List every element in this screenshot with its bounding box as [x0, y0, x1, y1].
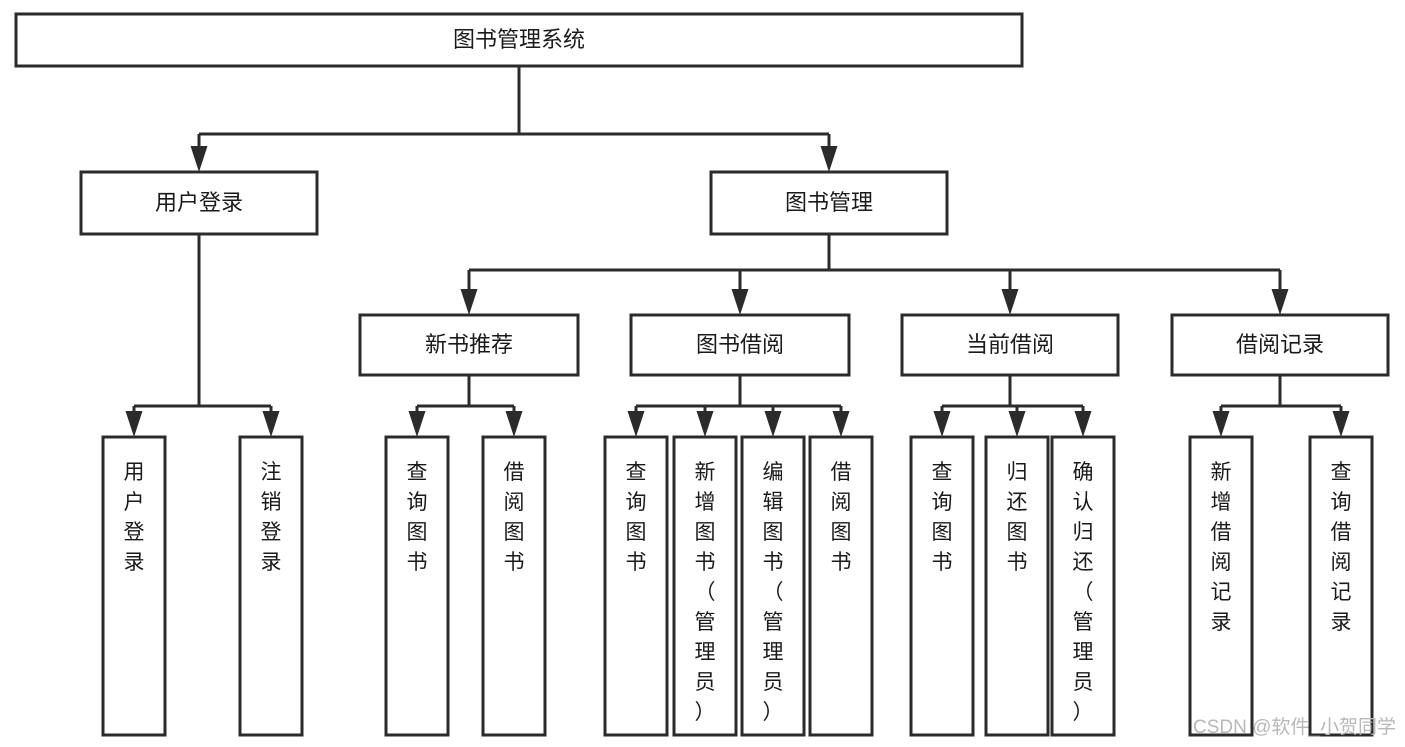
node-book-manage-rect[interactable]	[709, 170, 949, 236]
node-root-root-rect[interactable]	[14, 12, 1024, 68]
new-book-rec-to-leaf-rec-query-arrowhead	[408, 411, 426, 437]
node-leaf-cur-query-rect[interactable]	[909, 435, 975, 737]
user-login-to-leaf-user-login-arrowhead	[125, 411, 143, 437]
book-manage-to-book-borrow-arrowhead	[731, 289, 749, 315]
book-manage-to-borrow-record-arrowhead	[1271, 289, 1289, 315]
watermark-label: CSDN @软件_小贺同学	[1193, 716, 1396, 738]
node-book-borrow[interactable]	[629, 313, 851, 377]
node-leaf-cur-confirm-rect[interactable]	[1050, 435, 1116, 737]
node-leaf-user-logout[interactable]	[238, 435, 304, 737]
nodes-layer: 图书管理系统用户登录图书管理新书推荐图书借阅当前借阅借阅记录用户登录注销登录查询…	[14, 12, 1390, 737]
node-borrow-record[interactable]	[1170, 313, 1390, 377]
user-login-to-leaf-user-logout-arrowhead	[262, 411, 280, 437]
node-leaf-user-login-rect[interactable]	[101, 435, 167, 737]
current-borrow-to-leaf-cur-query-arrowhead	[933, 411, 951, 437]
leaf-node-label: 新增借阅记录	[1211, 461, 1232, 634]
node-leaf-borrow-add-rect[interactable]	[672, 435, 738, 737]
leaf-node-label: 查询图书	[932, 461, 953, 574]
node-leaf-borrow-do-rect[interactable]	[808, 435, 874, 737]
leaf-node-label: 查询借阅记录	[1331, 461, 1352, 634]
node-user-login-label: 用户登录	[155, 190, 243, 215]
node-root-root[interactable]	[14, 12, 1024, 68]
node-leaf-borrow-query[interactable]	[603, 435, 669, 737]
root-to-user-login-arrowhead	[190, 146, 208, 172]
node-book-borrow-label: 图书借阅	[696, 332, 784, 357]
node-new-book-rec-label: 新书推荐	[425, 332, 513, 357]
book-manage-to-new-book-rec-arrowhead	[460, 289, 478, 315]
node-current-borrow-rect[interactable]	[900, 313, 1120, 377]
book-borrow-to-leaf-borrow-add-arrowhead	[696, 411, 714, 437]
node-leaf-cur-return-rect[interactable]	[984, 435, 1050, 737]
connectors-layer	[125, 66, 1350, 437]
current-borrow-to-leaf-cur-confirm-arrowhead	[1074, 411, 1092, 437]
node-leaf-user-login[interactable]	[101, 435, 167, 737]
book-borrow-to-leaf-borrow-do-arrowhead	[832, 411, 850, 437]
node-current-borrow-label: 当前借阅	[966, 332, 1054, 357]
node-leaf-cur-return[interactable]	[984, 435, 1050, 737]
node-leaf-rec-add-rect[interactable]	[1188, 435, 1254, 737]
node-leaf-rec-borrow-rect[interactable]	[481, 435, 547, 737]
root-to-book-manage-arrowhead	[820, 146, 838, 172]
node-leaf-rec-query2[interactable]	[1308, 435, 1374, 737]
leaf-node-label: 借阅图书	[504, 461, 525, 574]
node-leaf-rec-query2-rect[interactable]	[1308, 435, 1374, 737]
node-leaf-borrow-edit[interactable]	[740, 435, 806, 737]
node-leaf-borrow-query-rect[interactable]	[603, 435, 669, 737]
node-leaf-borrow-do[interactable]	[808, 435, 874, 737]
book-manage-to-current-borrow-arrowhead	[1001, 289, 1019, 315]
node-borrow-record-label: 借阅记录	[1236, 332, 1324, 357]
node-book-borrow-rect[interactable]	[629, 313, 851, 377]
new-book-rec-to-leaf-rec-borrow-arrowhead	[505, 411, 523, 437]
leaf-node-label: 新增图书（管理员）	[695, 461, 716, 724]
leaf-node-label: 查询图书	[626, 461, 647, 574]
node-user-login[interactable]	[79, 170, 319, 236]
node-leaf-borrow-edit-rect[interactable]	[740, 435, 806, 737]
borrow-record-to-leaf-rec-query2-arrowhead	[1332, 411, 1350, 437]
node-root-root-label: 图书管理系统	[453, 27, 585, 52]
leaf-node-label: 归还图书	[1007, 461, 1028, 574]
leaf-node-label: 编辑图书（管理员）	[763, 461, 784, 724]
leaf-node-label: 查询图书	[407, 461, 428, 574]
node-leaf-rec-query[interactable]	[384, 435, 450, 737]
borrow-record-to-leaf-rec-add-arrowhead	[1212, 411, 1230, 437]
leaf-node-label: 确认归还（管理员）	[1073, 461, 1094, 724]
leaf-node-label: 借阅图书	[831, 461, 852, 574]
node-new-book-rec[interactable]	[358, 313, 580, 377]
book-borrow-to-leaf-borrow-query-arrowhead	[627, 411, 645, 437]
node-user-login-rect[interactable]	[79, 170, 319, 236]
node-leaf-rec-query-rect[interactable]	[384, 435, 450, 737]
book-borrow-to-leaf-borrow-edit-arrowhead	[764, 411, 782, 437]
node-book-manage-label: 图书管理	[785, 190, 873, 215]
node-leaf-user-logout-rect[interactable]	[238, 435, 304, 737]
current-borrow-to-leaf-cur-return-arrowhead	[1008, 411, 1026, 437]
node-leaf-cur-confirm[interactable]	[1050, 435, 1116, 737]
node-leaf-rec-add[interactable]	[1188, 435, 1254, 737]
node-book-manage[interactable]	[709, 170, 949, 236]
leaf-node-label: 注销登录	[261, 461, 282, 574]
node-leaf-cur-query[interactable]	[909, 435, 975, 737]
node-borrow-record-rect[interactable]	[1170, 313, 1390, 377]
node-new-book-rec-rect[interactable]	[358, 313, 580, 377]
node-leaf-rec-borrow[interactable]	[481, 435, 547, 737]
node-current-borrow[interactable]	[900, 313, 1120, 377]
node-leaf-borrow-add[interactable]	[672, 435, 738, 737]
leaf-node-label: 用户登录	[124, 461, 145, 574]
